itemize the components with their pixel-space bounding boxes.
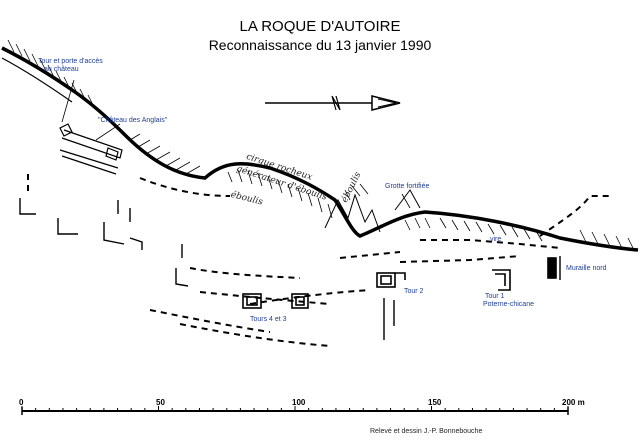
north-arrow [265, 95, 401, 111]
cliff-edge [1, 46, 639, 252]
label-vire: vire [490, 236, 502, 243]
label-tour-porte: Tour et porte d'accès au château [38, 58, 103, 74]
label-leaders [61, 79, 411, 209]
scale-label-200: 200 m [562, 398, 585, 407]
label-tour2: Tour 2 [404, 288, 424, 295]
scale-label-150: 150 [428, 398, 442, 407]
grotte-relief [324, 189, 421, 233]
label-tour-porte-line2: au château [44, 66, 79, 73]
map-subtitle: Reconnaissance du 13 janvier 1990 [208, 37, 432, 53]
ruin-walls [19, 198, 561, 340]
scale-label-50: 50 [156, 398, 165, 407]
label-tour1-line2: Poterne-chicane [483, 301, 534, 308]
label-grotte: Grotte fortifiée [385, 183, 430, 190]
credit-line: Relevé et dessin J.-P. Bonnebouche [370, 428, 483, 435]
chateau-buildings [59, 123, 123, 175]
scale-minor-ticks [21, 406, 569, 411]
towers [242, 257, 557, 309]
label-tour1: Tour 1 Poterne-chicane [483, 293, 534, 309]
map-title: LA ROQUE D'AUTOIRE [239, 18, 401, 35]
label-chateau: "Château des Anglais" [98, 117, 168, 124]
scale-label-100: 100 [292, 398, 306, 407]
label-tour1-line1: Tour 1 [485, 293, 505, 300]
scale-label-0: 0 [19, 398, 24, 407]
cliff-hatching [7, 39, 635, 251]
label-muraille: Muraille nord [566, 265, 607, 272]
label-tour-porte-line1: Tour et porte d'accès [38, 58, 103, 65]
dashed-walls [27, 174, 610, 347]
label-tours34: Tours 4 et 3 [250, 316, 287, 323]
